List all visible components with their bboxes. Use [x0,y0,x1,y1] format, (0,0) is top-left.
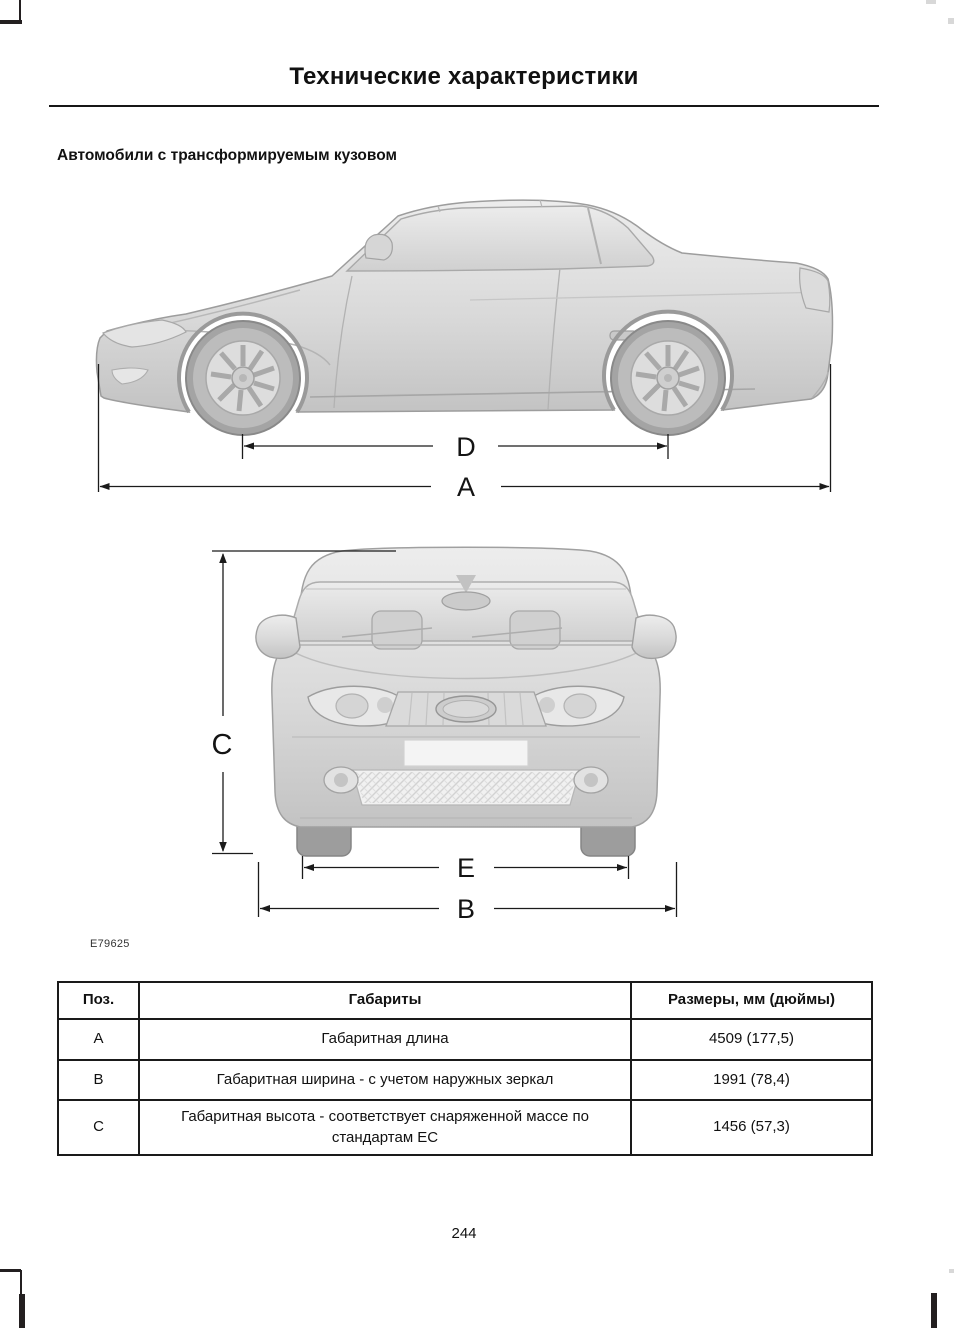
page-number: 244 [451,1225,477,1242]
rear-lamp [799,267,831,313]
side-mirror [364,233,393,261]
left-headlight-bulb [377,697,393,713]
page-title: Технические характеристики [289,63,639,90]
header-rule [49,105,879,107]
car-side-view: D A [95,199,834,502]
dimension-c: C [212,550,396,855]
left-fog-lamp-lens [334,773,348,787]
section-heading: Автомобили с трансформируемым кузовом [57,147,397,164]
lower-grille-mesh [354,772,578,803]
dimension-a: A [97,364,832,502]
figure-id: E79625 [90,938,130,950]
crop-mark-bottom-left-bar [19,1294,25,1328]
page-number-wrap: 244 [49,1225,879,1242]
front-wheel-arch [177,311,309,414]
row-c-dimension: Габаритная высота - соответствует снаряж… [138,1099,632,1156]
header-pos: Поз. [57,981,140,1020]
dimension-label-e: E [457,853,475,883]
wipers [341,627,563,638]
side-headlight [102,319,187,348]
upper-body-crease [469,291,831,301]
page-header: Технические характеристики [49,63,879,91]
row-c-value: 1456 (57,3) [630,1099,873,1156]
table-row: B Габаритная ширина - с учетом наружных … [57,1059,873,1101]
row-c-pos: C [57,1099,140,1156]
rear-wheel [611,321,725,435]
rear-bumper-seam [811,371,829,399]
front-wheel [186,321,300,435]
dimension-label-a: A [457,472,475,502]
row-a-dimension: Габаритная длина [138,1018,632,1061]
row-b-dimension: Габаритная ширина - с учетом наружных зе… [138,1059,632,1101]
rear-wheel-arch [602,309,734,412]
front-view-left-mirror [255,614,301,660]
dimension-d: D [241,432,669,462]
brand-badge-inner [442,700,490,718]
scan-artifact [948,18,954,24]
row-a-pos: A [57,1018,140,1061]
row-b-value: 1991 (78,4) [630,1059,873,1101]
scan-artifact [949,1269,954,1273]
car-front-view: C E B [212,546,678,924]
row-a-value: 4509 (177,5) [630,1018,873,1061]
crop-mark-top-left-vertical [19,0,21,21]
rain-sensor [456,575,476,593]
door-seam-front [333,275,353,409]
right-headlight-lens [563,693,597,719]
right-fog-lamp-lens [584,773,598,787]
row-b-pos: B [57,1059,140,1101]
crop-mark-bottom-left-horizontal [0,1269,21,1272]
table-header-row: Поз. Габариты Размеры, мм (дюймы) [57,981,873,1020]
door-seam-rear [547,267,561,411]
scan-artifact [926,0,936,4]
b-pillar-line [587,207,602,265]
dimension-label-c: C [212,729,233,761]
roof-seam-lines [437,199,543,213]
table-row: A Габаритная длина 4509 (177,5) [57,1018,873,1061]
table-row: C Габаритная высота - соответствует снар… [57,1099,873,1156]
front-view-right-mirror [631,614,677,660]
side-glass [345,205,655,272]
dimension-label-d: D [456,432,476,462]
right-headlight-bulb [539,697,555,713]
interior-mirror [441,591,491,611]
left-headrest [371,610,423,650]
hood-vee-crease [289,649,643,680]
vehicle-dimensions-figure: D A [95,199,834,924]
header-size: Размеры, мм (дюймы) [630,981,873,1020]
dimensions-table: Поз. Габариты Размеры, мм (дюймы) A Габа… [57,981,873,1156]
crop-mark-top-left-horizontal [0,20,22,24]
dimension-e: E [301,853,630,883]
crop-mark-bottom-right-bar [931,1293,937,1328]
dimension-label-b: B [457,894,475,924]
left-headlight-lens [335,693,369,719]
front-foglight-notch [111,367,149,385]
license-plate-blank [403,739,529,767]
header-dimension: Габариты [138,981,632,1020]
dimension-b: B [257,862,678,924]
crop-mark-bottom-left-vertical [20,1270,22,1296]
